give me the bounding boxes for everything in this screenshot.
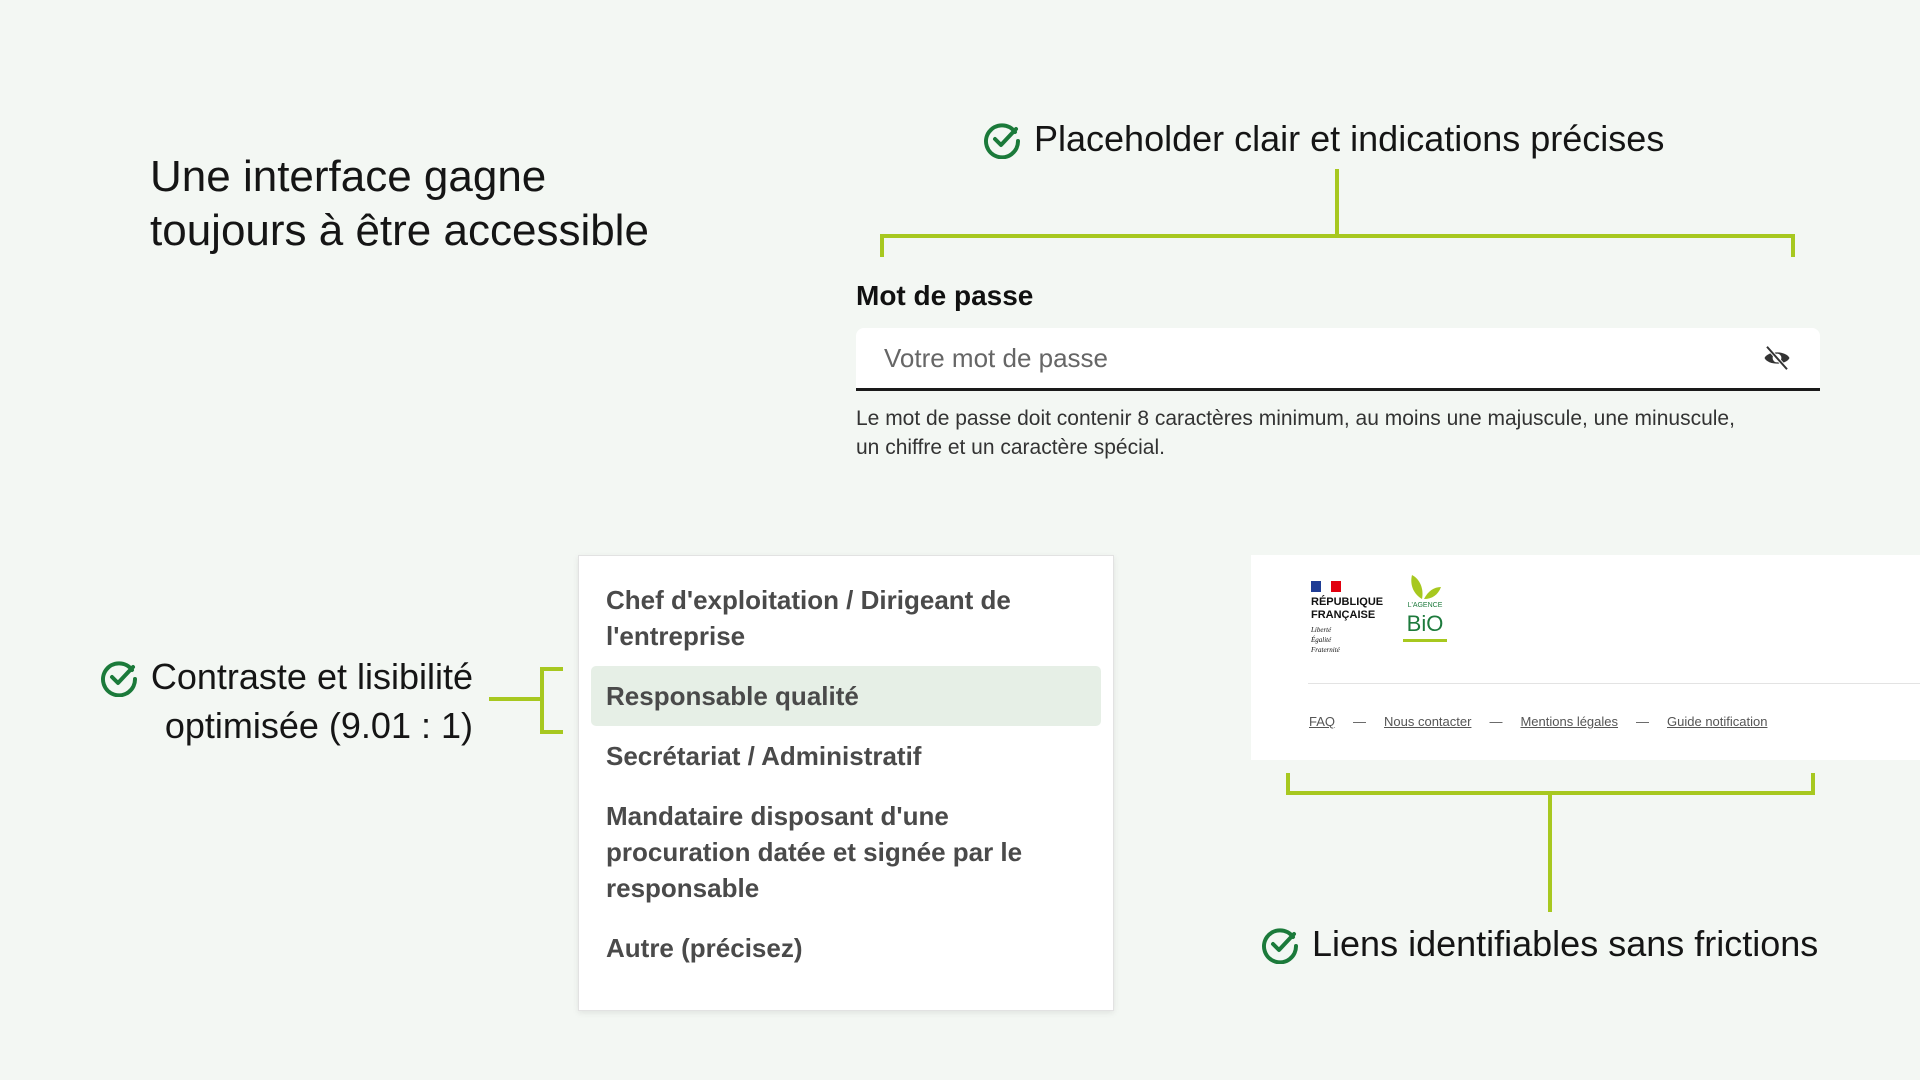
bracket	[540, 730, 563, 734]
footer-divider	[1308, 683, 1920, 684]
logo-text: L'AGENCE	[1407, 602, 1443, 609]
agence-bio-logo: L'AGENCE BiO	[1403, 573, 1447, 642]
role-dropdown-menu: Chef d'exploitation / Dirigeant de l'ent…	[578, 555, 1114, 1011]
menu-option[interactable]: Secrétariat / Administratif	[606, 741, 922, 771]
check-circle-icon	[1262, 928, 1299, 964]
note-text: optimisée (9.01 : 1)	[164, 705, 473, 746]
bracket	[540, 667, 544, 734]
site-footer: RÉPUBLIQUE FRANÇAISE Liberté Égalité Fra…	[1251, 555, 1920, 760]
logo-text: Liberté	[1311, 626, 1332, 634]
link-contact[interactable]: Nous contacter	[1384, 714, 1472, 729]
bracket	[489, 697, 542, 701]
note-links: Liens identifiables sans frictions	[1260, 923, 1818, 965]
menu-option[interactable]: Chef d'exploitation / Dirigeant de l'ent…	[606, 585, 1011, 651]
bracket	[880, 234, 884, 257]
check-circle-icon	[100, 660, 137, 697]
menu-option[interactable]: Autre (précisez)	[606, 933, 803, 963]
headline: Une interface gagne toujours à être acce…	[150, 150, 649, 258]
bracket	[880, 234, 1795, 238]
password-label: Mot de passe	[856, 280, 1034, 311]
logo-text: FRANÇAISE	[1311, 609, 1376, 621]
note-contrast: Contraste et lisibilité optimisée (9.01 …	[38, 652, 473, 750]
logo-text: BiO	[1406, 611, 1444, 636]
bracket	[1335, 169, 1339, 236]
link-guide[interactable]: Guide notification	[1667, 714, 1768, 729]
check-circle-icon	[984, 123, 1021, 159]
note-text: Contraste et lisibilité	[150, 656, 473, 697]
password-hint: Le mot de passe doit contenir 8 caractèr…	[856, 407, 1735, 459]
link-faq[interactable]: FAQ	[1309, 714, 1336, 729]
note-text: Liens identifiables sans frictions	[1312, 923, 1819, 964]
logo-text: RÉPUBLIQUE	[1311, 596, 1384, 608]
bracket	[1286, 773, 1290, 795]
footer-links: FAQ — Nous contacter — Mentions légales …	[1309, 714, 1767, 730]
password-input[interactable]: Votre mot de passe	[856, 328, 1820, 391]
leaf-icon	[1411, 575, 1441, 599]
menu-option-selected[interactable]: Responsable qualité	[591, 666, 1101, 726]
eye-off-icon[interactable]	[1762, 343, 1792, 373]
separator: —	[1489, 714, 1503, 729]
logo-text: Égalité	[1311, 636, 1332, 644]
note-text: Placeholder clair et indications précise…	[1034, 118, 1665, 159]
link-legal[interactable]: Mentions légales	[1520, 714, 1619, 729]
republique-francaise-logo: RÉPUBLIQUE FRANÇAISE Liberté Égalité Fra…	[1311, 581, 1383, 655]
bracket	[1811, 773, 1815, 795]
note-placeholder: Placeholder clair et indications précise…	[982, 118, 1664, 160]
separator: —	[1636, 714, 1650, 729]
headline-line-1: Une interface gagne	[150, 152, 547, 201]
menu-option[interactable]: Mandataire disposant d'une procuration d…	[606, 801, 1023, 903]
bracket	[1791, 234, 1795, 257]
bracket	[1548, 791, 1552, 912]
password-placeholder: Votre mot de passe	[884, 342, 1109, 373]
separator: —	[1353, 714, 1367, 729]
logo-text: Fraternité	[1311, 646, 1340, 654]
headline-line-2: toujours à être accessible	[150, 206, 649, 255]
bracket	[540, 667, 563, 671]
